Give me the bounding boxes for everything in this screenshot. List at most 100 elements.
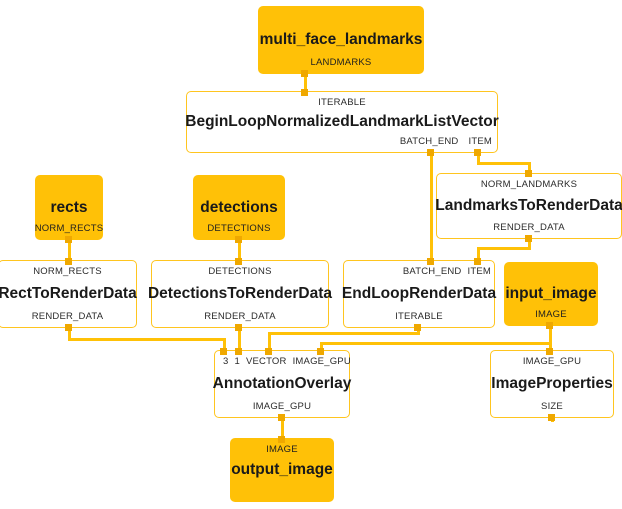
port-label-batch-end: BATCH_END [402, 266, 462, 277]
input-ports: DETECTIONS [152, 266, 328, 277]
port-dot-size-out [548, 414, 555, 421]
port-label-batch-end: BATCH_END [399, 136, 459, 147]
input-ports: BATCH_END ITEM [344, 266, 508, 277]
node-title: LandmarksToRenderData [435, 197, 622, 215]
port-label-landmarks: LANDMARKS [310, 57, 372, 68]
node-title: multi_face_landmarks [259, 31, 423, 49]
port-label-detections: DETECTIONS [207, 223, 271, 234]
port-label-size: SIZE [541, 401, 563, 412]
node-title: DetectionsToRenderData [147, 285, 333, 303]
output-ports: NORM_RECTS [34, 223, 104, 234]
output-ports: RENDER_DATA [0, 311, 136, 322]
port-label-image-gpu: IMAGE_GPU [252, 401, 312, 412]
port-dot-overlay-in-3 [220, 348, 227, 355]
output-ports: LANDMARKS [259, 57, 423, 68]
edge-rect-renderdata-seg1 [68, 326, 71, 340]
port-label-image-gpu: IMAGE_GPU [522, 356, 582, 367]
edge-iterable-to-vector-seg3 [268, 332, 271, 352]
input-ports: IMAGE_GPU [491, 356, 613, 367]
edge-rect-renderdata-seg2 [68, 338, 226, 341]
output-ports: BATCH_END ITEM [187, 136, 513, 147]
port-dot-iterable-in [301, 89, 308, 96]
node-title: RectToRenderData [0, 285, 137, 303]
port-label-detections: DETECTIONS [208, 266, 272, 277]
port-dot-normlandmarks-in [525, 170, 532, 177]
node-landmarks-to-render-data[interactable]: NORM_LANDMARKS LandmarksToRenderData REN… [435, 173, 622, 239]
input-ports: 3 1 VECTOR IMAGE_GPU [215, 356, 354, 367]
port-label-image-gpu: IMAGE_GPU [292, 356, 351, 367]
port-dot-rect-renderdata-out [65, 324, 72, 331]
input-ports: IMAGE [231, 444, 333, 455]
output-ports: ITERABLE [344, 311, 494, 322]
port-label-image: IMAGE [266, 444, 298, 455]
edge-batchend-to-batchend [430, 151, 433, 262]
port-dot-outputimage-in [278, 436, 285, 443]
edge-item-to-normlandmarks-seg1 [477, 151, 480, 164]
port-dot-detections-in [235, 258, 242, 265]
port-dot-item-in [474, 258, 481, 265]
port-label-item: ITEM [468, 136, 492, 147]
port-label-render-data: RENDER_DATA [31, 311, 104, 322]
input-ports: NORM_LANDMARKS [437, 179, 621, 190]
node-annotation-overlay[interactable]: 3 1 VECTOR IMAGE_GPU AnnotationOverlay I… [212, 350, 352, 418]
port-dot-batchend-out [427, 149, 434, 156]
port-label-1: 1 [234, 356, 240, 367]
edge-inputimage-to-overlay-seg2 [320, 342, 552, 345]
output-ports: RENDER_DATA [152, 311, 328, 322]
port-label-iterable: ITERABLE [395, 311, 443, 322]
port-label-render-data: RENDER_DATA [204, 311, 276, 322]
node-multi-face-landmarks[interactable]: multi_face_landmarks LANDMARKS [258, 6, 424, 74]
node-end-loop-render-data[interactable]: BATCH_END ITEM EndLoopRenderData ITERABL… [341, 260, 497, 328]
port-dot-normrects-in [65, 258, 72, 265]
edge-iterable-to-vector-seg2 [268, 332, 420, 335]
output-ports: IMAGE_GPU [215, 401, 349, 412]
node-title: input_image [505, 285, 597, 303]
node-rects[interactable]: rects NORM_RECTS [35, 175, 103, 240]
node-title: output_image [231, 461, 333, 479]
edge-renderdata-to-item-seg1 [528, 237, 531, 249]
edge-inputimage-to-imageproperties [549, 324, 552, 352]
output-ports: SIZE [491, 401, 613, 412]
edge-overlay-to-outputimage [281, 416, 284, 440]
port-dot-lm-renderdata-out [525, 235, 532, 242]
port-dot-overlay-in-1 [235, 348, 242, 355]
output-ports: IMAGE [505, 309, 597, 320]
port-dot-overlay-in-vector [265, 348, 272, 355]
node-title: EndLoopRenderData [341, 285, 497, 303]
node-title: ImageProperties [491, 375, 613, 393]
port-dot-overlay-in-imagegpu [317, 348, 324, 355]
node-begin-loop-normalized-landmark-list-vector[interactable]: ITERABLE BeginLoopNormalizedLandmarkList… [185, 91, 499, 153]
port-label-item: ITEM [467, 266, 491, 277]
node-detections-to-render-data[interactable]: DETECTIONS DetectionsToRenderData RENDER… [147, 260, 333, 328]
port-dot-detections-out [235, 236, 242, 243]
node-title: rects [50, 198, 88, 216]
port-dot-iterable-out [414, 324, 421, 331]
port-dot-det-renderdata-out [235, 324, 242, 331]
port-label-iterable: ITERABLE [318, 97, 366, 108]
node-rect-to-render-data[interactable]: NORM_RECTS RectToRenderData RENDER_DATA [0, 260, 137, 328]
port-dot-landmarks-out [301, 70, 308, 77]
node-title: detections [200, 198, 278, 216]
edge-landmarks-to-iterable [304, 72, 307, 93]
port-label-image: IMAGE [535, 309, 567, 320]
edge-normrects-to-recttorenderdata [68, 238, 71, 262]
edge-rect-renderdata-seg3 [223, 338, 226, 352]
node-detections[interactable]: detections DETECTIONS [193, 175, 285, 240]
port-dot-overlay-out-imagegpu [278, 414, 285, 421]
port-dot-imageproperties-in [546, 348, 553, 355]
port-dot-item-out [474, 149, 481, 156]
edge-inputimage-to-overlay-seg3 [320, 342, 323, 352]
port-label-norm-landmarks: NORM_LANDMARKS [480, 179, 578, 190]
node-image-properties[interactable]: IMAGE_GPU ImageProperties SIZE [490, 350, 614, 418]
input-ports: ITERABLE [187, 97, 497, 108]
node-output-image[interactable]: IMAGE output_image [230, 438, 334, 502]
port-label-norm-rects: NORM_RECTS [33, 266, 102, 277]
edge-item-to-normlandmarks-seg3 [528, 162, 531, 175]
port-label-norm-rects: NORM_RECTS [34, 223, 104, 234]
edge-detections-renderdata-to-port1 [238, 326, 241, 352]
node-title: AnnotationOverlay [212, 375, 352, 393]
port-label-vector: VECTOR [245, 356, 287, 367]
node-input-image[interactable]: input_image IMAGE [504, 262, 598, 326]
port-dot-normrects-out [65, 236, 72, 243]
port-label-3: 3 [223, 356, 229, 367]
